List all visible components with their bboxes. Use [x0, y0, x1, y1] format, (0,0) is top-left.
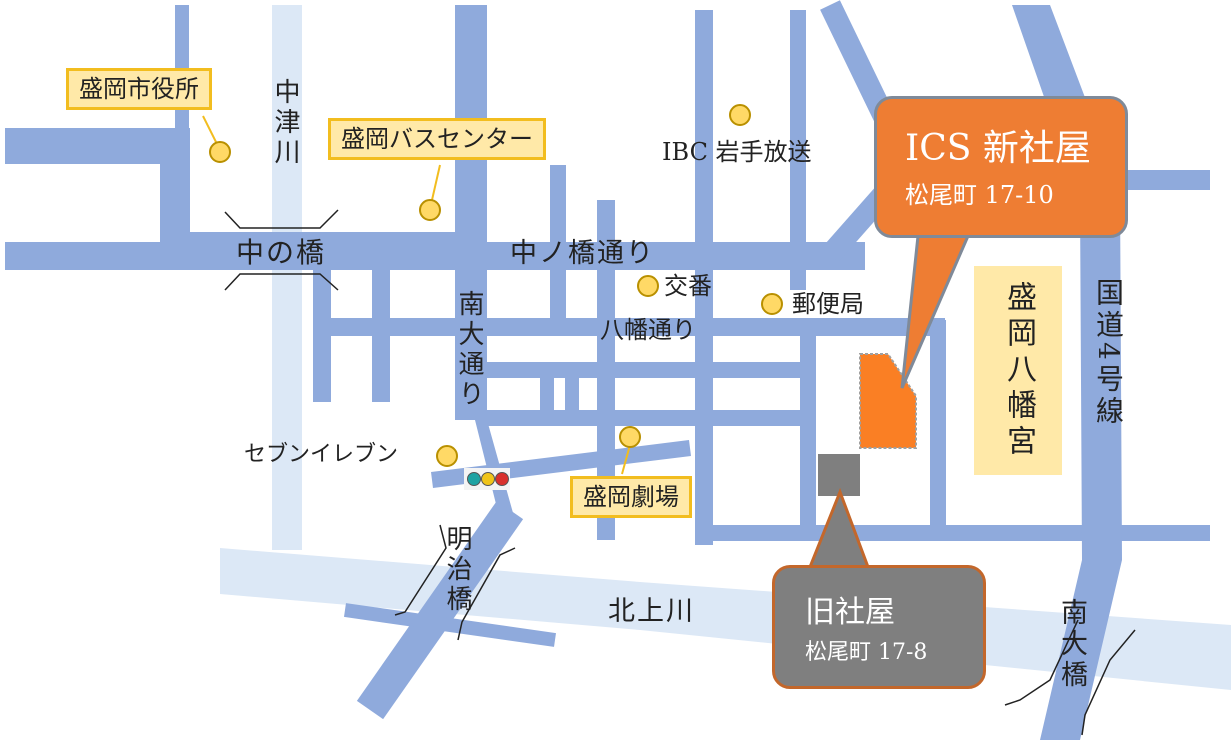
- seven-eleven-marker: [436, 445, 458, 467]
- minami-ohashi-mark: [1004, 619, 1079, 706]
- leader-line: [202, 115, 219, 147]
- road: [930, 320, 946, 535]
- koban-label: 交番: [664, 272, 712, 300]
- seven-eleven-label: セブンイレブン: [244, 442, 399, 467]
- yawata-street-label: 八幡通り: [600, 316, 696, 344]
- minami-odori-label: 南大通り: [454, 290, 484, 410]
- traffic-light-green: [467, 472, 481, 486]
- nakatsu-river: [272, 5, 302, 550]
- road: [313, 262, 331, 402]
- bus-center-label: 盛岡バスセンター: [328, 118, 546, 160]
- city-hall-label: 盛岡市役所: [66, 68, 212, 110]
- traffic-light-icon: [464, 468, 510, 490]
- new-office-callout: ICS 新社屋 松尾町 17-10: [874, 96, 1128, 238]
- meiji-bridge-mark: [457, 547, 516, 641]
- hachimangu-label: 盛岡八幡宮: [974, 266, 1062, 475]
- road: [565, 378, 579, 418]
- post-office-label: 郵便局: [792, 290, 864, 318]
- meiji-bridge-mark: [394, 524, 447, 616]
- road: [356, 500, 524, 720]
- road: [700, 525, 1210, 541]
- ibc-label: IBC 岩手放送: [662, 138, 812, 166]
- road: [1125, 170, 1210, 190]
- old-office-callout: 旧社屋 松尾町 17-8: [772, 565, 986, 689]
- leader-lines: [202, 115, 631, 475]
- new-office-title: ICS 新社屋: [905, 128, 1091, 169]
- road: [5, 128, 175, 164]
- points-of-interest: [209, 104, 783, 467]
- road: [550, 165, 566, 325]
- road: [344, 603, 556, 647]
- naka-bridge-mark: [224, 273, 339, 291]
- naka-bridge-label: 中の橋: [236, 236, 327, 269]
- post-office-marker: [761, 293, 783, 315]
- leader-line: [621, 444, 631, 475]
- road: [480, 362, 810, 378]
- nakatsu-river-label: 中津川: [270, 78, 300, 168]
- route-4-label: 国道4号線: [1092, 278, 1125, 428]
- naka-bridge-mark: [224, 209, 339, 229]
- road: [790, 10, 806, 290]
- city-hall-marker: [209, 141, 231, 163]
- kitakami-river-label: 北上川: [608, 596, 695, 627]
- new-office-address: 松尾町 17-10: [905, 181, 1054, 209]
- ibc-marker: [729, 104, 751, 126]
- road: [480, 410, 810, 426]
- traffic-light-yellow: [481, 472, 495, 486]
- bus-center-marker: [419, 199, 441, 221]
- old-office-building: [818, 454, 860, 496]
- minami-ohashi-label: 南大橋: [1056, 598, 1087, 691]
- theater-marker: [619, 426, 641, 448]
- nakanohashi-street-label: 中ノ橋通り: [510, 238, 655, 269]
- bridge-marks: [224, 209, 1136, 736]
- leader-line: [431, 164, 441, 201]
- koban-marker: [637, 275, 659, 297]
- minami-ohashi-mark: [1081, 629, 1136, 736]
- old-office-address: 松尾町 17-8: [805, 640, 928, 665]
- old-office-title: 旧社屋: [805, 595, 895, 630]
- meiji-bridge-label: 明治橋: [442, 525, 472, 615]
- theater-label: 盛岡劇場: [570, 476, 692, 518]
- traffic-light-red: [495, 472, 509, 486]
- road: [540, 378, 554, 418]
- road: [800, 320, 816, 535]
- road: [330, 318, 945, 336]
